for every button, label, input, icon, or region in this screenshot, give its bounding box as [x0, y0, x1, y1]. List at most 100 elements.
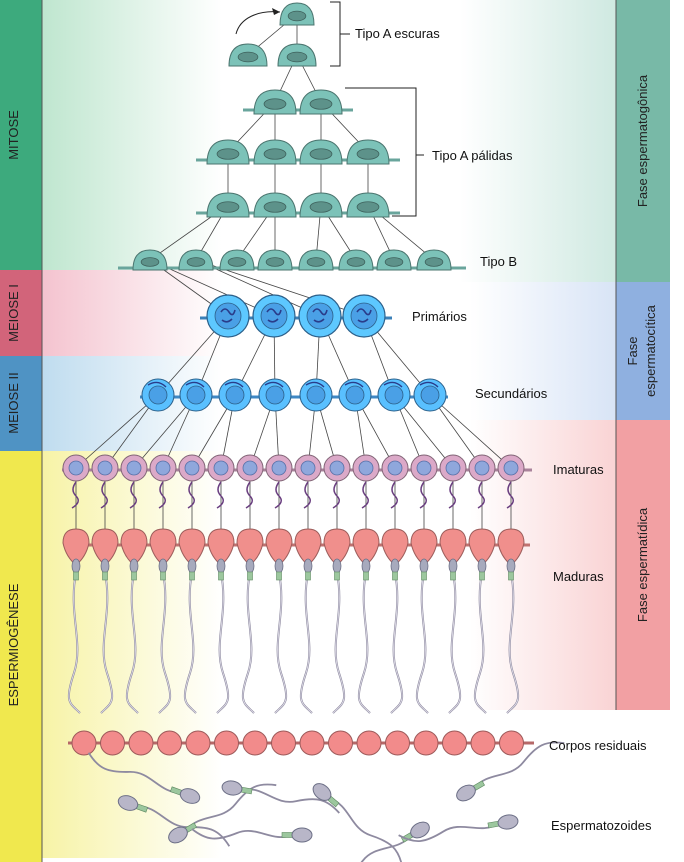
cell-nucleus [503, 460, 519, 476]
mature-tail-highlight [242, 572, 255, 714]
midpiece [160, 571, 166, 581]
cell-body [120, 528, 148, 566]
cell-labels: Tipo A escuras Tipo A pálidas Tipo B Pri… [355, 26, 652, 833]
spermatogonium-b [257, 249, 293, 271]
secondary-spermatocyte [258, 378, 292, 412]
sperm-head [179, 788, 201, 804]
mature-tail-highlight [100, 572, 113, 714]
cell-nucleus [126, 460, 142, 476]
cell-body [323, 528, 351, 566]
immature-spermatid [91, 454, 119, 482]
fase-espermatogonica-bar [616, 0, 670, 282]
residual-body [100, 730, 125, 756]
immature-spermatid [352, 454, 380, 482]
cell-nucleus [265, 257, 285, 267]
lineage-line [429, 394, 512, 469]
cell-nucleus [445, 460, 461, 476]
secondary-spermatocyte [218, 378, 252, 412]
residual-body [442, 730, 467, 756]
cell-nucleus [345, 385, 365, 405]
spermatogonium-pale [299, 139, 343, 165]
immature-spermatid [62, 454, 90, 482]
sperm-head [506, 558, 516, 574]
sperm-tail [241, 788, 340, 814]
sperm-head [245, 558, 255, 574]
sperm-head [274, 558, 284, 574]
cell-nucleus [216, 201, 240, 213]
mature-tail [357, 572, 371, 714]
spermatogonium-pale [346, 139, 390, 165]
sperm-head [410, 821, 430, 839]
mature-tail-highlight [390, 572, 403, 714]
sperm-head [361, 558, 371, 574]
cell-nucleus [384, 257, 404, 267]
residual-body [242, 730, 268, 756]
cell-nucleus [227, 257, 247, 267]
chromosomes [220, 308, 236, 323]
immature-tail [303, 481, 311, 509]
chromatin-cap [305, 381, 325, 388]
fase-espermatogonica-bg [460, 0, 616, 282]
sperm-tail [185, 783, 277, 831]
mature-spermatid [294, 528, 322, 581]
midpiece [508, 571, 514, 581]
cell-nucleus [358, 460, 374, 476]
cell-nucleus [263, 98, 287, 110]
cell-nucleus [271, 460, 287, 476]
cell-nucleus [420, 385, 440, 405]
midpiece [334, 571, 340, 581]
stage-label-mitose: MITOSE [6, 110, 21, 160]
cell-nucleus [286, 51, 308, 63]
midpiece [392, 571, 398, 581]
sperm-head [117, 795, 139, 811]
spermatogonium-pale [299, 89, 343, 115]
cell-nucleus [186, 385, 206, 405]
fase-espermatocitica-bar [616, 282, 670, 420]
chromosomes [356, 308, 372, 323]
stage-label-espermiogenese: ESPERMIOGÊNESE [6, 583, 21, 706]
residual-body [470, 730, 496, 756]
label-espermatozoides: Espermatozoides [551, 818, 652, 833]
mature-spermatid [497, 528, 525, 581]
sperm-head [291, 827, 313, 843]
sperm-head [419, 558, 429, 574]
residual-body [413, 730, 439, 756]
immature-spermatid [468, 454, 496, 482]
phase-label-espermatocitica-2: espermatocítica [643, 304, 658, 397]
cell-nucleus [263, 201, 287, 213]
spermatogonium-b [338, 249, 374, 271]
cell-nucleus [140, 257, 160, 267]
midpiece [247, 571, 253, 581]
mature-tail [299, 572, 313, 714]
cell-nucleus [329, 460, 345, 476]
cell-nucleus [346, 257, 366, 267]
secondary-spermatocyte [141, 378, 175, 412]
immature-spermatid [497, 454, 525, 482]
immature-tail [390, 481, 398, 509]
cell-body [410, 528, 438, 566]
bracket-tipo-a-escuras [330, 1, 350, 67]
cell-nucleus [184, 460, 200, 476]
cell-nucleus [237, 51, 259, 63]
cell-nucleus [424, 257, 444, 267]
spermatozoon [312, 783, 404, 862]
primary-spermatocyte [252, 294, 296, 338]
label-maduras: Maduras [553, 569, 604, 584]
cell-nucleus [265, 385, 285, 405]
chromosomes [266, 308, 282, 323]
immature-spermatid [178, 454, 206, 482]
spermatozoon [398, 814, 519, 842]
midpiece [421, 571, 427, 581]
spermatogonium-dark [228, 43, 268, 67]
mature-spermatid [323, 528, 351, 581]
label-tipo-a-escuras: Tipo A escuras [355, 26, 440, 41]
secondary-spermatocyte [179, 378, 213, 412]
spermatogonium-b [219, 249, 255, 271]
immature-tail [361, 481, 369, 509]
mature-tail [274, 572, 288, 714]
chromatin-cap [383, 381, 403, 388]
spermatogonium-b [416, 249, 452, 271]
midpiece [276, 571, 282, 581]
spermatogonium-b [132, 249, 168, 271]
secondary-spermatocyte [338, 378, 372, 412]
